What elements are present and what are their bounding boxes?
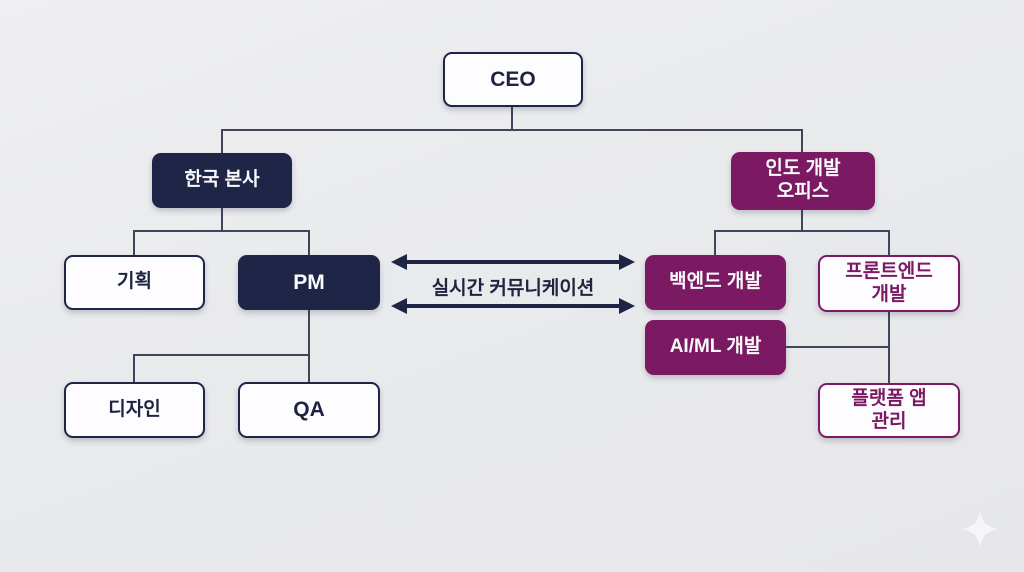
node-qa: QA xyxy=(238,382,380,438)
connector-to-planning xyxy=(133,230,135,255)
node-qa-label: QA xyxy=(293,398,325,422)
node-ceo-label: CEO xyxy=(490,67,536,91)
node-pm: PM xyxy=(238,255,380,310)
sparkle-icon xyxy=(962,511,998,547)
connector-to-india-office xyxy=(801,129,803,153)
connector-india-horizontal xyxy=(714,230,890,232)
connector-pm-horizontal xyxy=(133,354,310,356)
node-design-label: 디자인 xyxy=(108,398,161,420)
node-planning: 기획 xyxy=(64,255,205,310)
node-platform-app-label: 플랫폼 앱 관리 xyxy=(851,387,927,432)
node-planning-label: 기획 xyxy=(117,271,152,293)
connector-pm-to-qa xyxy=(308,310,310,382)
connector-frontend-to-platform xyxy=(888,312,890,383)
connection-label: 실시간 커뮤니케이션 xyxy=(431,278,595,299)
connector-aiml-to-platform-line xyxy=(786,346,889,348)
node-korea-hq: 한국 본사 xyxy=(152,153,292,208)
node-korea-hq-label: 한국 본사 xyxy=(184,169,260,191)
connector-to-pm xyxy=(308,230,310,255)
node-aiml-label: AI/ML 개발 xyxy=(669,336,762,358)
node-backend: 백엔드 개발 xyxy=(645,255,786,310)
connector-india-down xyxy=(801,210,803,232)
node-india-office: 인도 개발 오피스 xyxy=(731,152,875,210)
connector-korea-down xyxy=(221,208,223,232)
connector-ceo-down xyxy=(511,107,513,130)
node-india-office-label: 인도 개발 오피스 xyxy=(765,158,841,202)
connector-to-backend xyxy=(714,230,716,255)
node-backend-label: 백엔드 개발 xyxy=(669,271,762,293)
connector-level1-horizontal xyxy=(221,129,803,131)
bidirectional-arrow-top xyxy=(406,260,620,264)
connector-to-korea-hq xyxy=(221,129,223,153)
connector-to-frontend xyxy=(888,230,890,255)
bidirectional-arrow-bottom xyxy=(406,304,620,308)
node-design: 디자인 xyxy=(64,382,205,438)
connector-korea-horizontal xyxy=(133,230,310,232)
node-platform-app: 플랫폼 앱 관리 xyxy=(818,383,960,438)
node-ceo: CEO xyxy=(443,52,583,107)
node-frontend-label: 프론트엔드 개발 xyxy=(845,260,933,305)
connector-to-design xyxy=(133,354,135,382)
node-frontend: 프론트엔드 개발 xyxy=(818,255,960,312)
node-pm-label: PM xyxy=(293,270,325,294)
node-aiml: AI/ML 개발 xyxy=(645,320,786,375)
